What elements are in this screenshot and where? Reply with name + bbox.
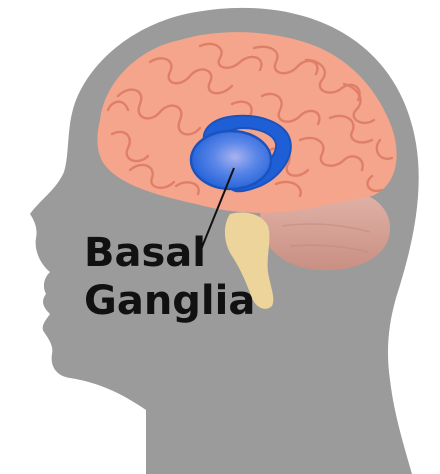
brainstem [224, 212, 274, 309]
cerebrum-folds [106, 42, 394, 198]
basal-ganglia [189, 114, 292, 193]
brain-icon [97, 32, 397, 309]
label-basal: Basal [84, 230, 206, 276]
label-ganglia: Ganglia [84, 278, 255, 324]
label-pointer-line [199, 167, 235, 253]
